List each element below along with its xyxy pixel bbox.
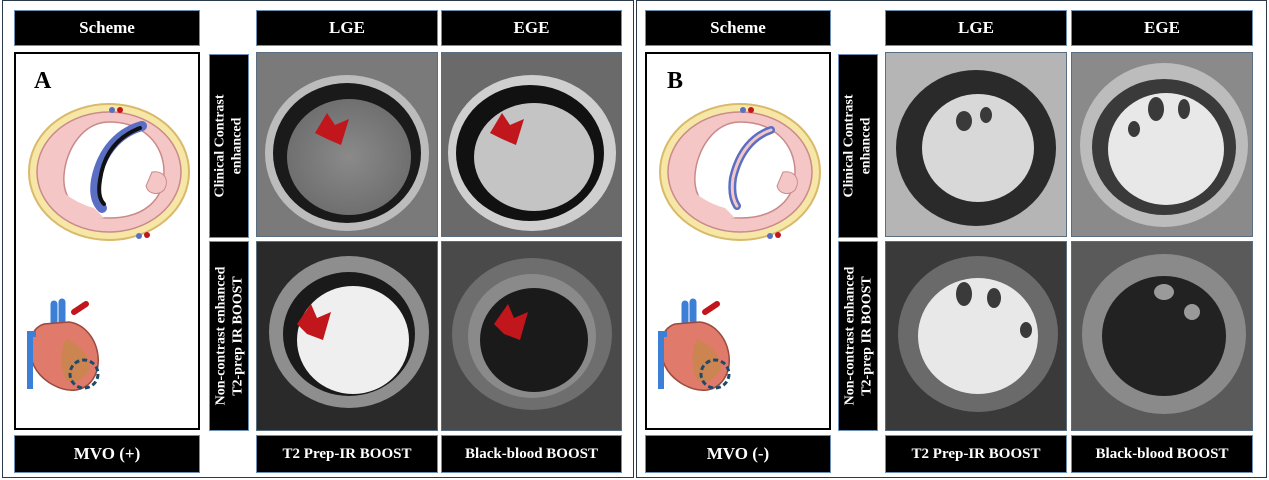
column-header-lge: LGE <box>885 10 1067 46</box>
column-header-ege: EGE <box>1071 10 1253 46</box>
red-arrow-icon <box>297 304 331 340</box>
column-header-lge: LGE <box>256 10 438 46</box>
heart-icon <box>27 298 100 391</box>
panel-b: Scheme LGE EGE B Clinical Contrast enhan… <box>636 0 1267 478</box>
image-ege-clinical <box>1071 52 1253 237</box>
scheme-box: B <box>645 52 831 430</box>
image-t2-prep-ir <box>885 241 1067 431</box>
row-label-non-contrast: Non-contrast enhanced T2-prep IR BOOST <box>838 241 878 431</box>
image-black-blood <box>1071 241 1253 431</box>
scheme-header: Scheme <box>14 10 200 46</box>
mvo-label: MVO (-) <box>645 435 831 473</box>
scheme-header: Scheme <box>645 10 831 46</box>
footer-black-blood: Black-blood BOOST <box>441 435 622 473</box>
red-arrow-icon <box>490 113 524 145</box>
image-ege-clinical <box>441 52 622 237</box>
panel-letter: A <box>34 68 52 94</box>
mvo-label: MVO (+) <box>14 435 200 473</box>
red-arrow-icon <box>315 113 349 145</box>
red-arrow-icon <box>494 304 528 340</box>
row-label-non-contrast: Non-contrast enhanced T2-prep IR BOOST <box>209 241 249 431</box>
column-header-ege: EGE <box>441 10 622 46</box>
scheme-box: A <box>14 52 200 430</box>
row-label-clinical: Clinical Contrast enhanced <box>209 54 249 238</box>
panel-a: Scheme LGE EGE A Clinical Contras <box>2 0 634 478</box>
footer-t2-prep-ir: T2 Prep-IR BOOST <box>885 435 1067 473</box>
image-lge-clinical <box>256 52 438 237</box>
panel-letter: B <box>667 68 684 94</box>
footer-t2-prep-ir: T2 Prep-IR BOOST <box>256 435 438 473</box>
row-label-clinical: Clinical Contrast enhanced <box>838 54 878 238</box>
short-axis-scheme-icon <box>659 103 821 241</box>
image-black-blood <box>441 241 622 431</box>
heart-icon <box>658 298 731 391</box>
footer-black-blood: Black-blood BOOST <box>1071 435 1253 473</box>
short-axis-scheme-icon <box>28 103 190 241</box>
image-lge-clinical <box>885 52 1067 237</box>
image-t2-prep-ir <box>256 241 438 431</box>
